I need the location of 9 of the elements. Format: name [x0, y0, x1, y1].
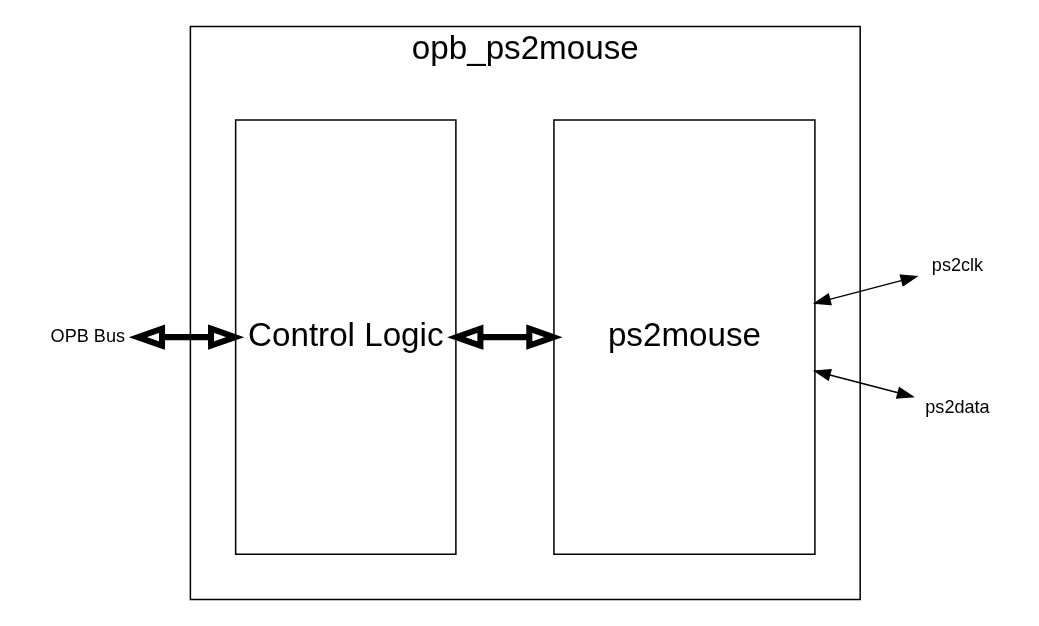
arrow [446, 324, 563, 350]
arrow [812, 274, 919, 306]
node-box: ps2mouse [552, 119, 816, 556]
arrow [812, 368, 915, 399]
node-text: ps2clk [931, 254, 983, 275]
node-text: OPB Bus [50, 325, 125, 346]
node-text: ps2data [924, 396, 990, 417]
arrow [128, 324, 244, 350]
node-box: Control Logic [234, 119, 457, 556]
